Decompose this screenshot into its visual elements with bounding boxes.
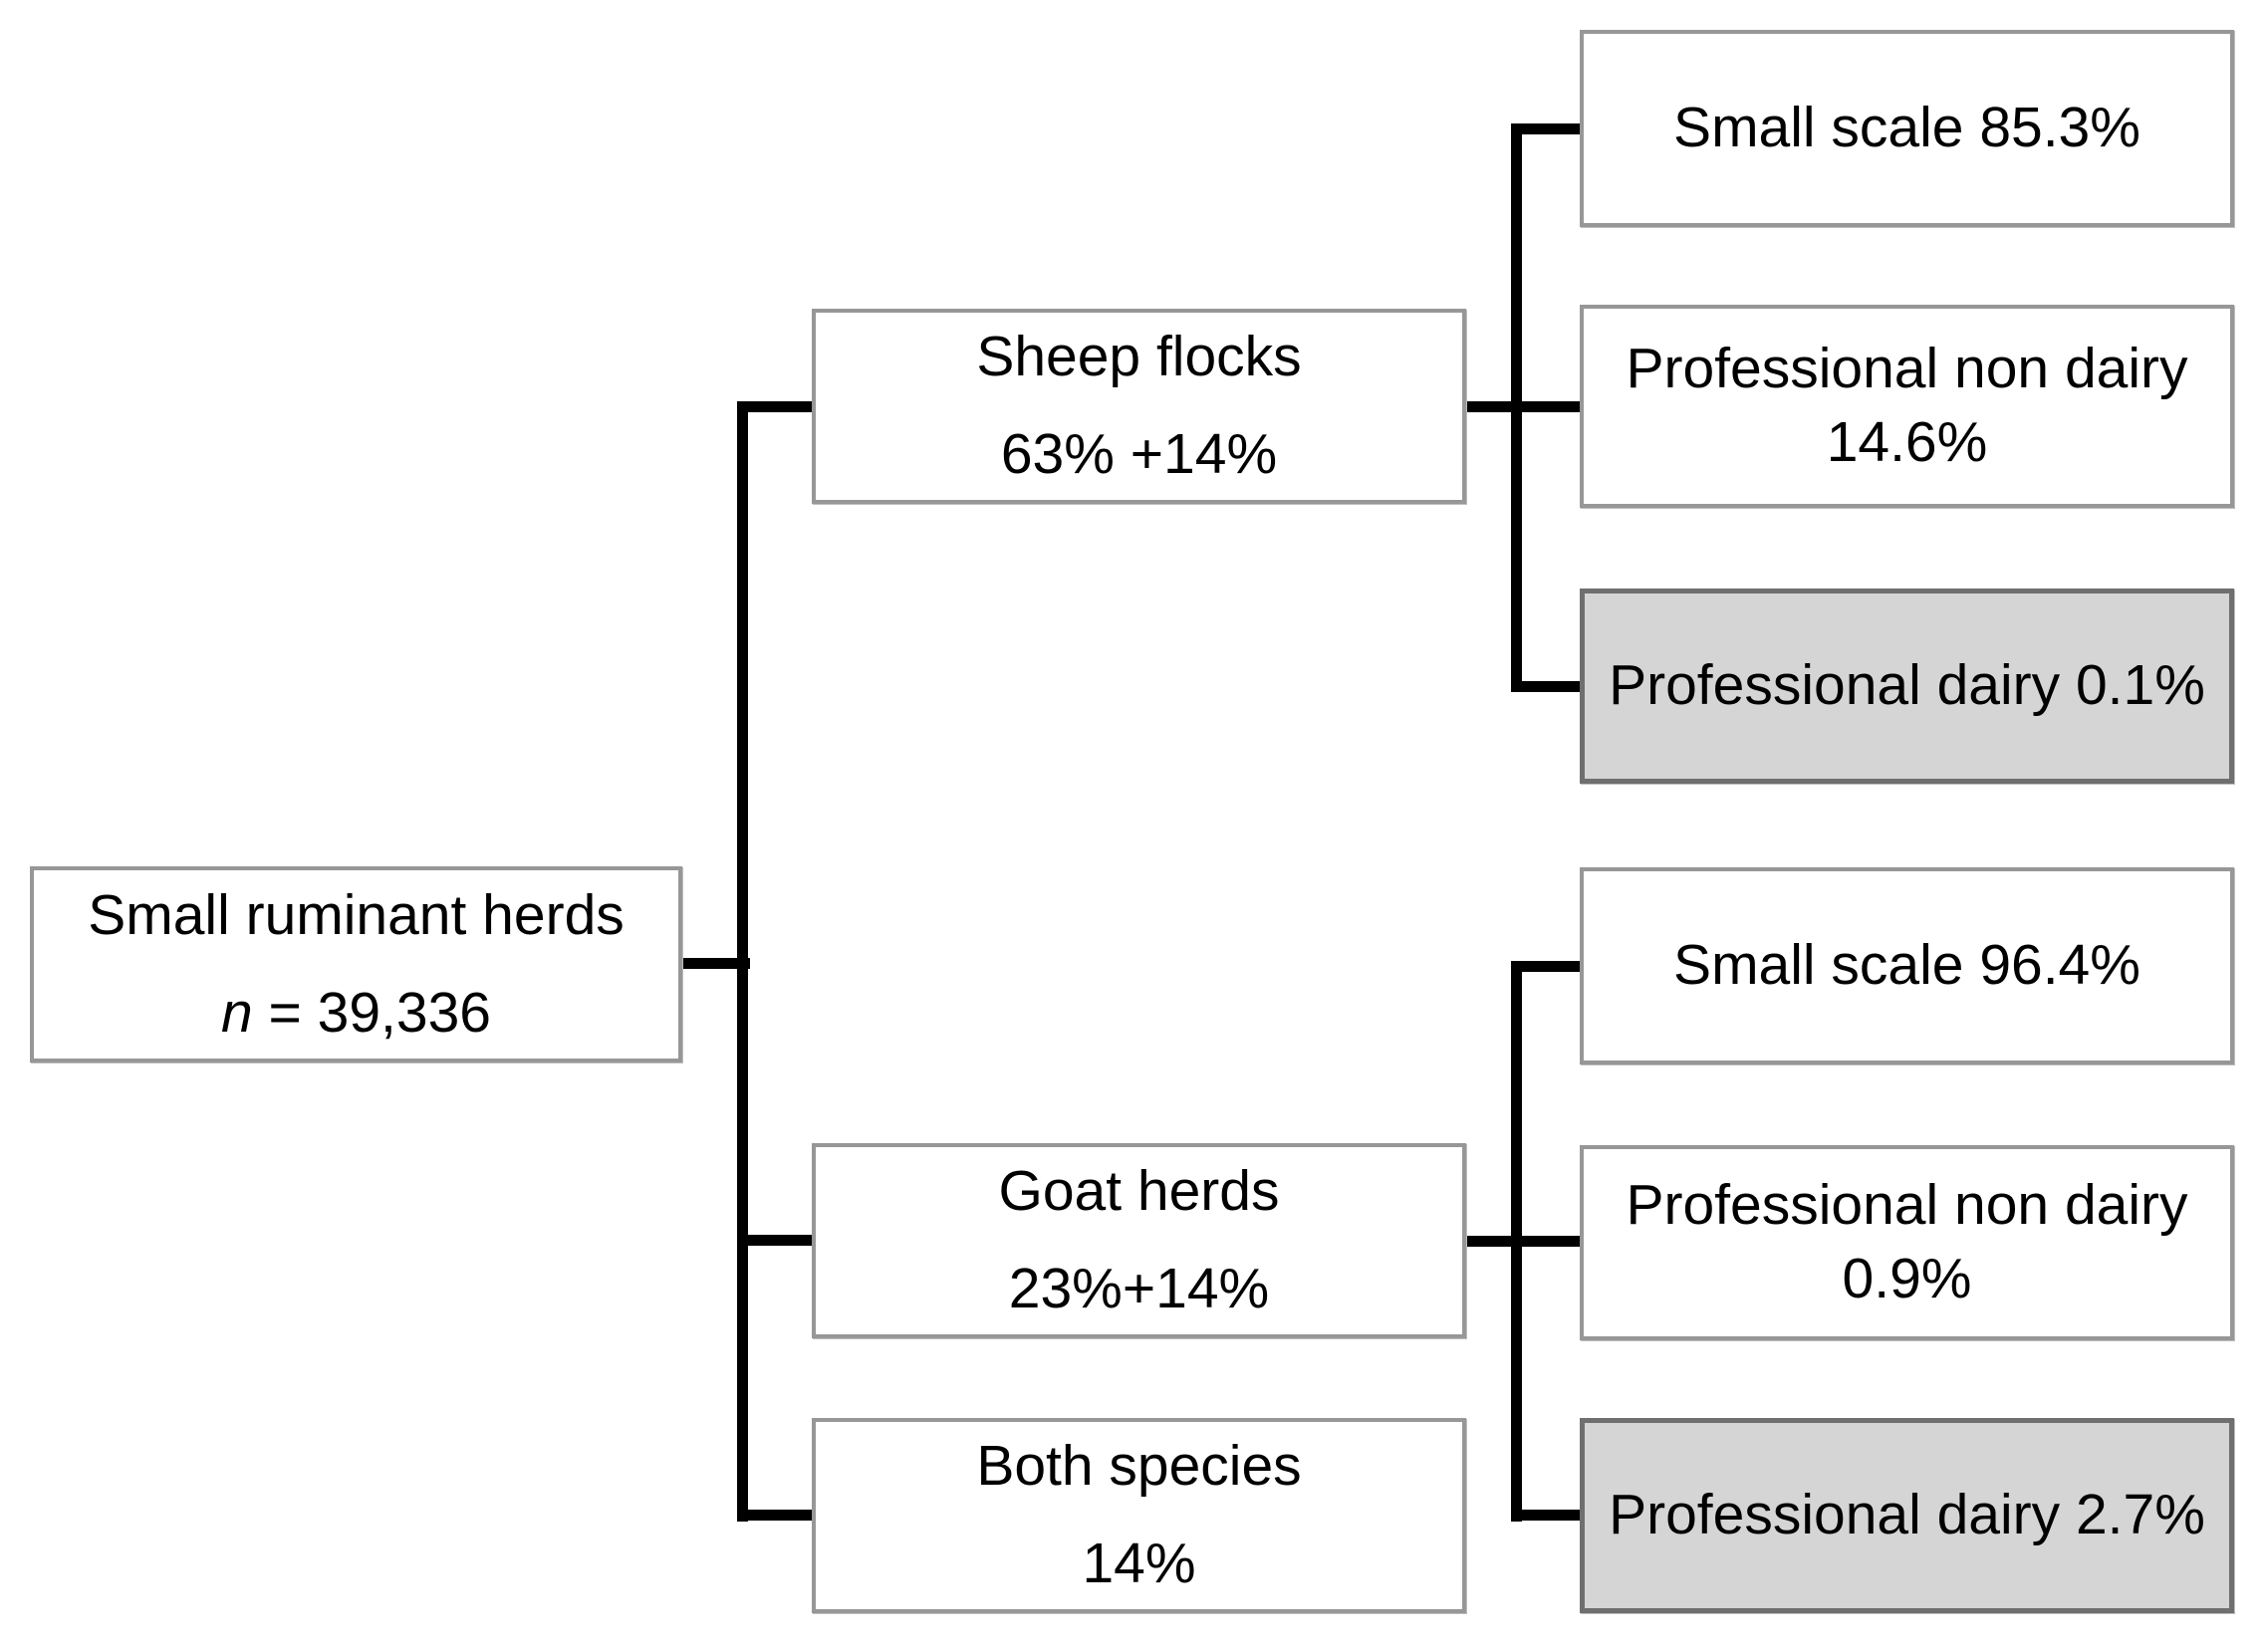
root-title: Small ruminant herds <box>88 882 625 947</box>
both-species-label: Both species <box>976 1434 1302 1499</box>
sheep-prof-dairy-label: Professional dairy 0.1% <box>1609 653 2205 718</box>
sheep-prof-non-dairy-percent: 14.6% <box>1826 410 1988 474</box>
connector-goat-to-children <box>1465 1236 1583 1247</box>
connector-goat-bus-to-professional-dairy <box>1511 1510 1583 1521</box>
both-species-percent: 14% <box>1082 1532 1196 1595</box>
root-n-symbol: n <box>220 980 253 1045</box>
node-goat-professional-dairy: Professional dairy 2.7% <box>1580 1418 2234 1613</box>
connector-trunk-to-goat <box>737 1235 819 1246</box>
connector-trunk-to-both <box>737 1510 819 1521</box>
sheep-flocks-percent: 63% +14% <box>1000 422 1278 486</box>
sheep-prof-non-dairy-label: Professional non dairy <box>1626 337 2188 401</box>
connector-trunk-to-sheep <box>737 401 819 412</box>
connector-trunk-vertical <box>737 401 748 1522</box>
goat-herds-label: Goat herds <box>998 1159 1280 1224</box>
connector-sheep-bus-vertical <box>1511 123 1522 692</box>
node-goat-small-scale: Small scale 96.4% <box>1580 867 2234 1064</box>
node-sheep-small-scale: Small scale 85.3% <box>1580 30 2234 227</box>
connector-sheep-bus-to-small-scale <box>1511 123 1583 134</box>
node-goat-professional-non-dairy: Professional non dairy 0.9% <box>1580 1145 2234 1340</box>
connector-root-to-trunk <box>680 958 750 969</box>
sheep-small-scale-label: Small scale 85.3% <box>1673 96 2140 160</box>
connector-goat-bus-vertical <box>1511 961 1522 1522</box>
node-sheep-professional-dairy: Professional dairy 0.1% <box>1580 589 2234 784</box>
node-small-ruminant-herds: Small ruminant herds n = 39,336 <box>30 866 682 1062</box>
goat-prof-non-dairy-percent: 0.9% <box>1842 1247 1972 1310</box>
goat-herds-percent: 23%+14% <box>1008 1257 1270 1320</box>
node-sheep-flocks: Sheep flocks 63% +14% <box>812 309 1466 504</box>
sheep-flocks-label: Sheep flocks <box>976 325 1302 389</box>
connector-goat-bus-to-small-scale <box>1511 961 1583 972</box>
node-sheep-professional-non-dairy: Professional non dairy 14.6% <box>1580 305 2234 508</box>
goat-prof-non-dairy-label: Professional non dairy <box>1626 1173 2188 1238</box>
root-n-value: = 39,336 <box>252 980 491 1045</box>
connector-sheep-to-children <box>1465 401 1583 412</box>
goat-small-scale-label: Small scale 96.4% <box>1673 933 2140 998</box>
root-count: n = 39,336 <box>221 981 491 1047</box>
node-goat-herds: Goat herds 23%+14% <box>812 1143 1466 1338</box>
goat-prof-dairy-label: Professional dairy 2.7% <box>1609 1483 2205 1547</box>
connector-sheep-bus-to-professional-dairy <box>1511 681 1583 692</box>
node-both-species: Both species 14% <box>812 1418 1466 1613</box>
